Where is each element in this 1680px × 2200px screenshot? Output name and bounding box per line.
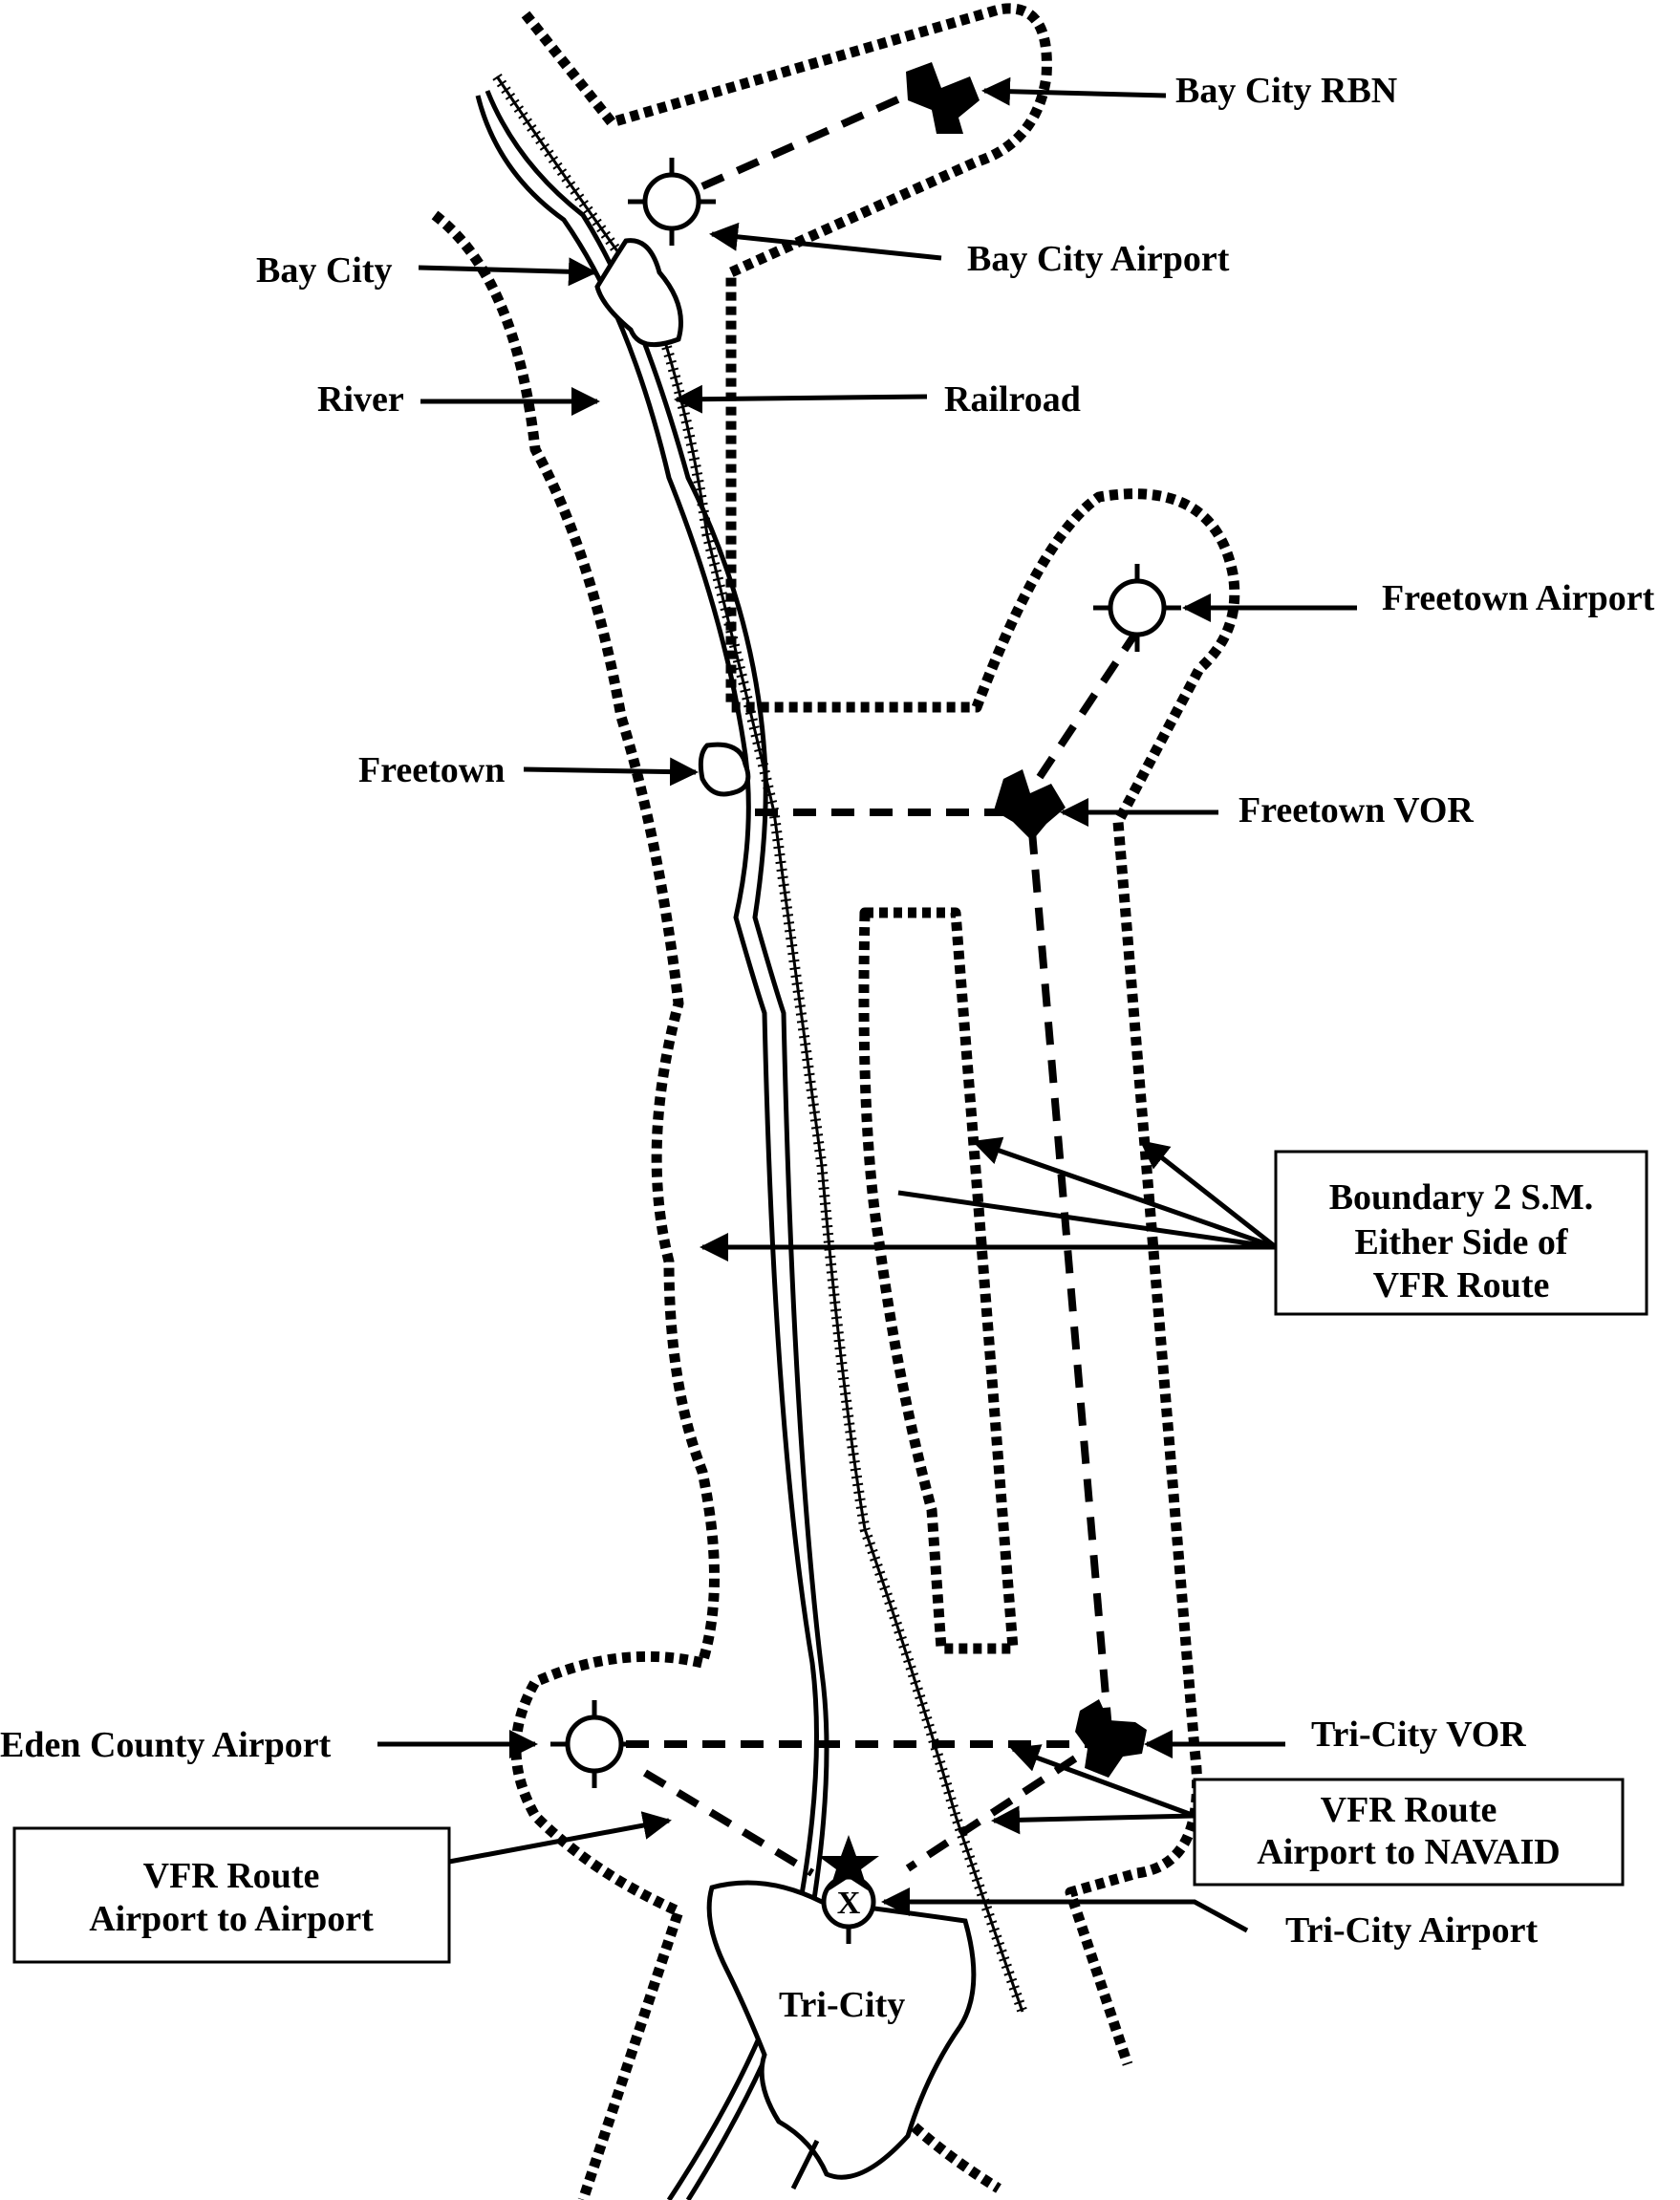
tri-city-vor-icon [1075, 1699, 1147, 1778]
bay-city-rbn-label: Bay City RBN [1175, 71, 1397, 111]
boundary-note-line-3: VFR Route [1373, 1265, 1550, 1305]
navaid-note-line-1: VFR Route [1321, 1790, 1497, 1830]
boundary-note: Boundary 2 S.M. Either Side of VFR Route [1274, 1150, 1648, 1316]
bay-city-airport-icon [628, 158, 716, 246]
boundary-note-line-2: Either Side of [1354, 1222, 1568, 1262]
eden-county-airport-icon [550, 1700, 638, 1788]
vfr-route-airport-to-airport-note: VFR Route Airport to Airport [12, 1826, 451, 1964]
railroad [492, 73, 1028, 2014]
vfr-routes [626, 87, 1141, 1877]
freetown-airport-icon [1093, 564, 1181, 652]
vfr-boundary [431, 3, 1240, 2200]
freetown-vor-icon [994, 769, 1066, 841]
freetown-town-shape [698, 742, 751, 797]
airport-note-line-2: Airport to Airport [89, 1899, 374, 1939]
label-leaders [377, 76, 1357, 1933]
rbn-beacon-icon [906, 62, 980, 134]
freetown-airport-label: Freetown Airport [1382, 578, 1655, 618]
railroad-label: Railroad [944, 379, 1081, 420]
tri-city-airport-icon: X [821, 1874, 876, 1944]
tri-city-airport-label: Tri-City Airport [1285, 1910, 1539, 1951]
tri-city-road [790, 2139, 820, 2190]
navaid-note-line-2: Airport to NAVAID [1257, 1832, 1560, 1872]
star-icon [818, 1835, 879, 1890]
tri-city-vor-label: Tri-City VOR [1311, 1715, 1526, 1755]
bay-city-town-shape [594, 238, 683, 348]
freetown-label: Freetown [358, 750, 505, 790]
airport-note-line-1: VFR Route [143, 1856, 320, 1896]
freetown-vor-label: Freetown VOR [1238, 790, 1474, 830]
eden-county-airport-label: Eden County Airport [0, 1725, 332, 1765]
river-label: River [317, 379, 404, 420]
boundary-note-line-1: Boundary 2 S.M. [1329, 1177, 1594, 1218]
bay-city-airport-label: Bay City Airport [967, 239, 1230, 279]
bay-city-label: Bay City [256, 250, 393, 291]
tri-city-label: Tri-City [779, 1985, 905, 2025]
tri-city-airport-marker: X [837, 1886, 861, 1921]
vfr-route-airport-to-navaid-note: VFR Route Airport to NAVAID [1193, 1778, 1625, 1887]
